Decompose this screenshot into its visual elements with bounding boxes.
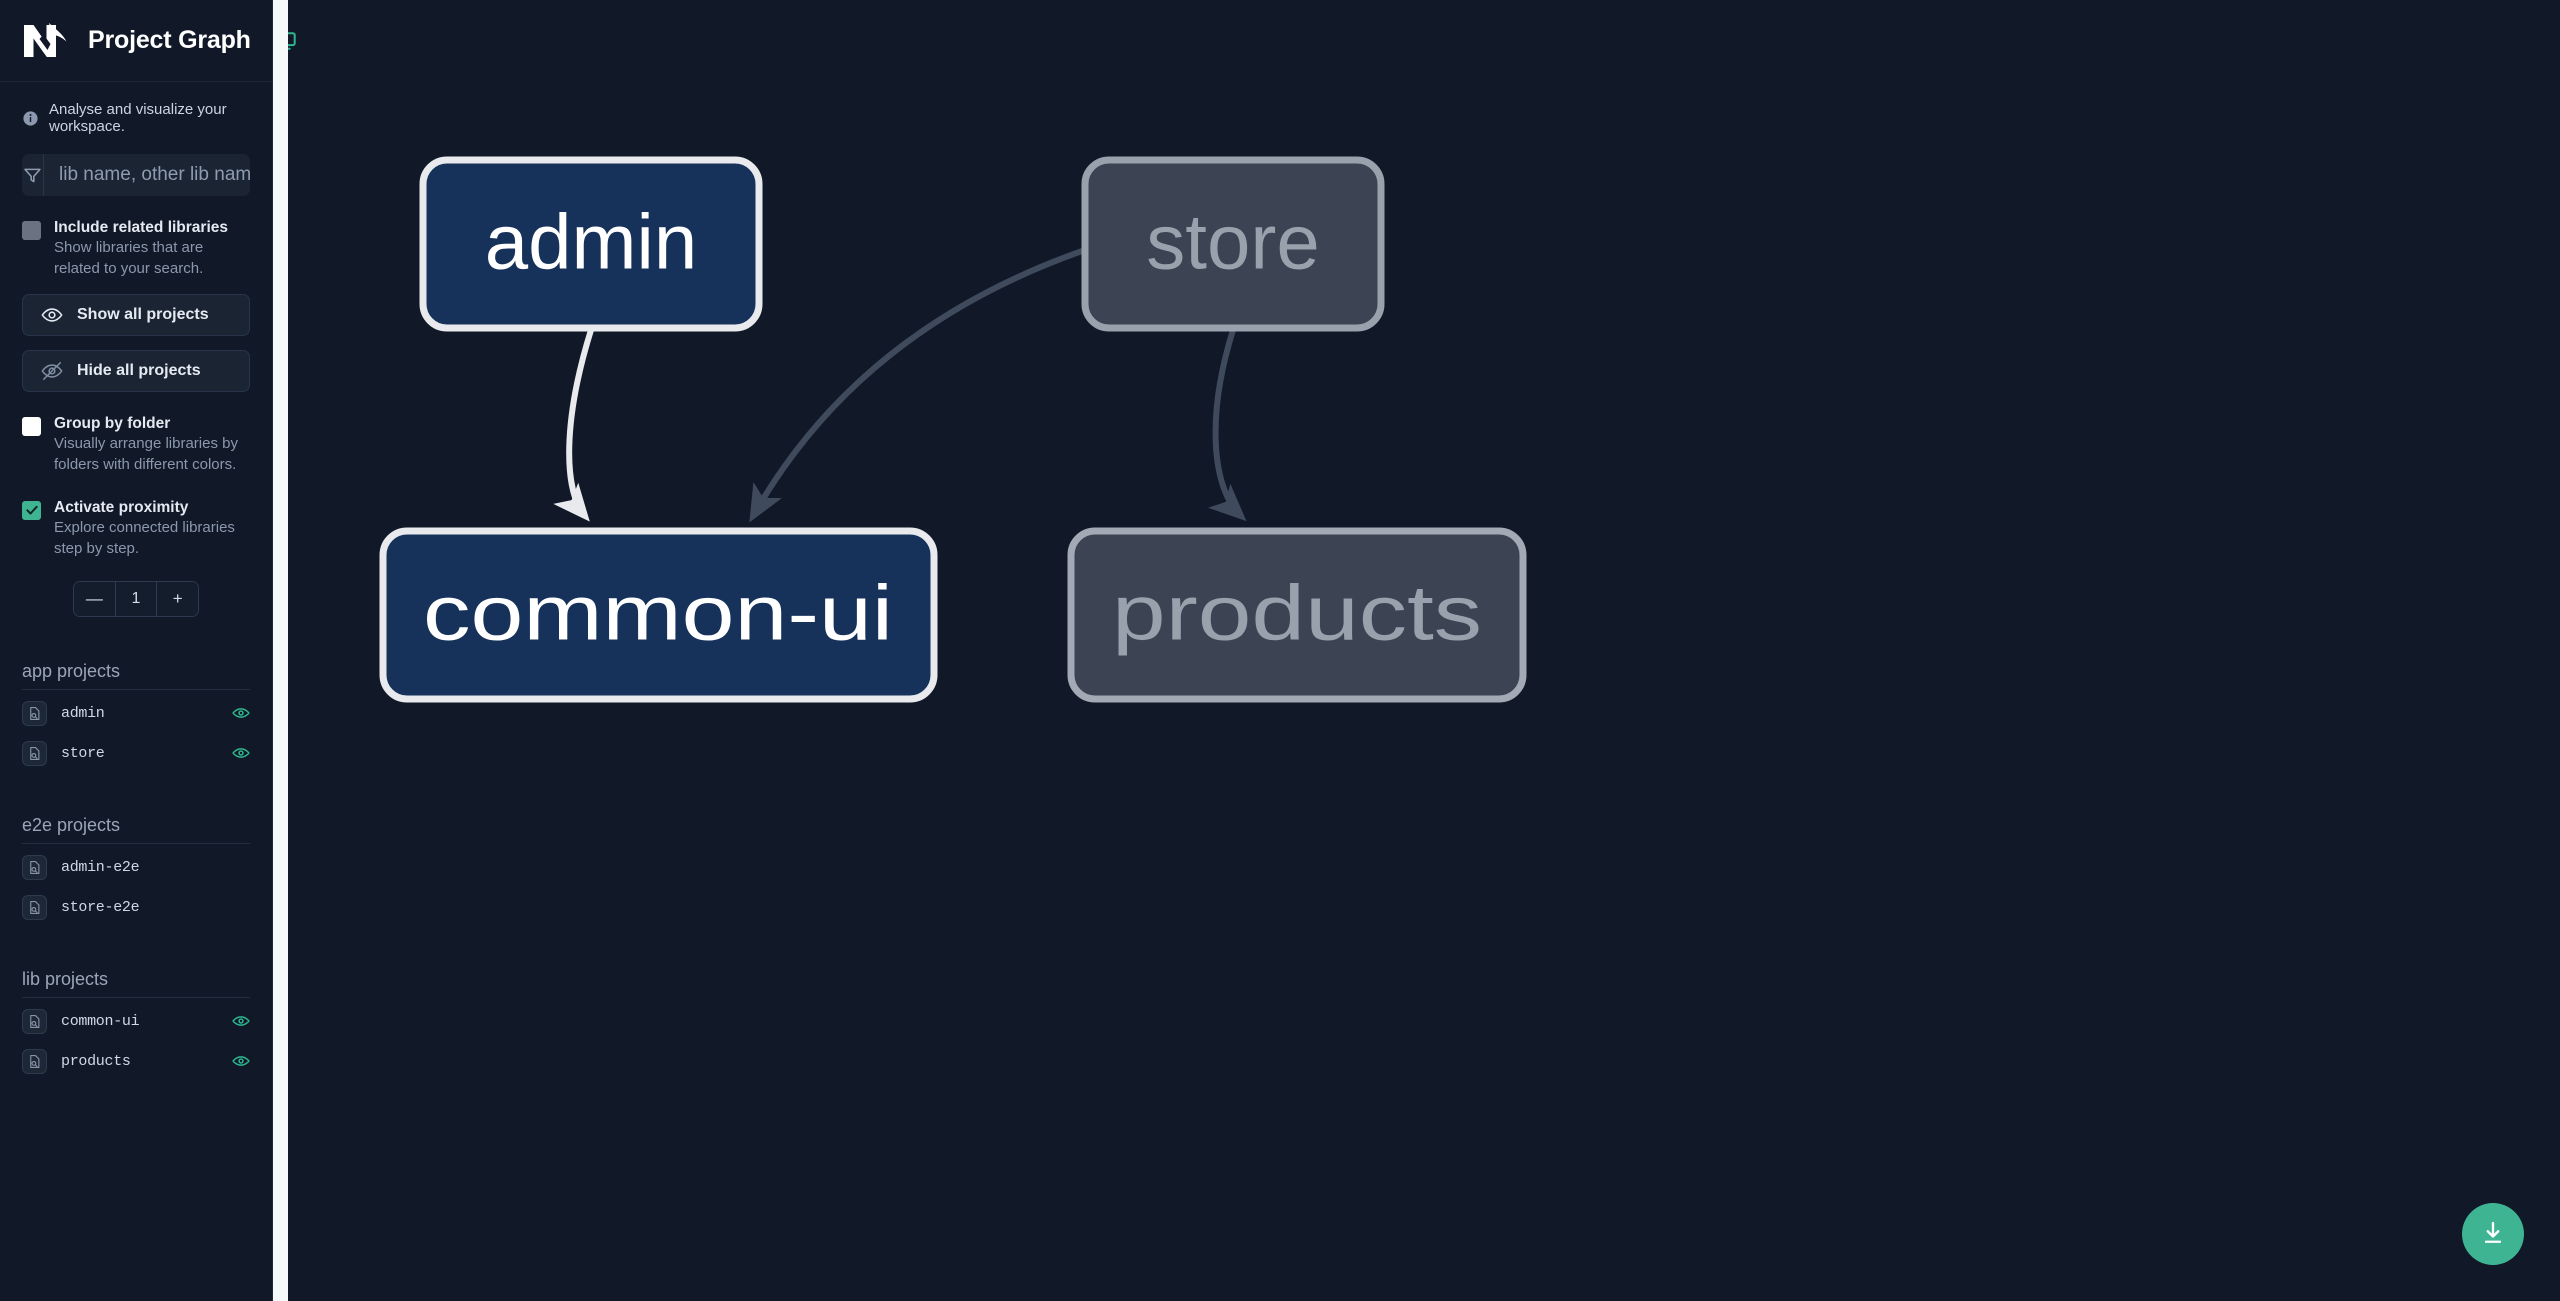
section-heading: e2e projects — [22, 815, 250, 845]
node-admin-shape[interactable] — [419, 156, 763, 332]
node-store-shape[interactable] — [1081, 156, 1385, 332]
option-description: Explore connected libraries step by step… — [54, 518, 235, 557]
node-common-ui-shape[interactable] — [379, 527, 938, 703]
options-block: Include related libraries Show libraries… — [0, 196, 272, 618]
download-graph-button[interactable] — [2462, 1203, 2524, 1265]
show-all-projects-button[interactable]: Show all projects — [22, 293, 250, 336]
project-row-store-e2e[interactable]: store-e2e — [22, 887, 250, 927]
node-products-shape[interactable] — [1067, 527, 1527, 703]
node-admin-label: admin — [485, 198, 697, 286]
node-products-label: products — [1112, 569, 1482, 657]
checkbox-activate-proximity[interactable] — [22, 500, 41, 520]
edge-store-to-common-ui — [749, 247, 1086, 523]
project-name: store-e2e — [61, 898, 140, 916]
checkbox-include-related-libraries[interactable] — [22, 221, 41, 240]
show-all-projects-label: Show all projects — [77, 305, 209, 323]
eye-icon[interactable] — [228, 1012, 250, 1030]
option-description: Visually arrange libraries by folders wi… — [54, 435, 238, 473]
node-common-ui-label: common-ui — [423, 569, 893, 657]
eye-icon[interactable] — [228, 704, 250, 722]
option-description: Show libraries that are related to your … — [54, 239, 204, 278]
project-row-admin[interactable]: admin — [22, 693, 250, 733]
option-title: Include related libraries — [54, 219, 229, 236]
section-heading: app projects — [22, 661, 250, 691]
section-e2e-projects: e2e projects admin-e2e — [0, 815, 272, 927]
proximity-increment-button[interactable]: + — [156, 582, 198, 617]
nx-logo-icon — [22, 19, 70, 63]
eye-icon[interactable] — [228, 744, 250, 762]
info-icon — [22, 110, 39, 127]
option-title: Activate proximity — [54, 498, 189, 516]
proximity-value: 1 — [114, 582, 157, 617]
project-name: store — [61, 744, 105, 762]
project-row-products[interactable]: products — [22, 1041, 250, 1081]
project-file-icon — [22, 1048, 47, 1074]
filter-icon — [22, 154, 44, 196]
sidebar: Project Graph Analyse and visualize your… — [0, 0, 296, 1301]
option-include-related-libraries[interactable]: Include related libraries Show libraries… — [22, 218, 250, 280]
section-app-projects: app projects admin — [0, 661, 272, 773]
option-activate-proximity[interactable]: Activate proximity Explore connected lib… — [22, 498, 250, 560]
graph-node-products[interactable]: products — [1067, 527, 1527, 703]
graph-edges — [553, 247, 1247, 523]
project-name: common-ui — [61, 1012, 140, 1030]
edge-store-to-products — [1208, 329, 1247, 522]
tagline-text: Analyse and visualize your workspace. — [49, 101, 227, 135]
project-file-icon — [22, 894, 47, 920]
project-row-store[interactable]: store — [22, 733, 250, 773]
project-row-common-ui[interactable]: common-ui — [22, 1001, 250, 1041]
search-row — [0, 148, 272, 196]
search-box[interactable] — [22, 154, 250, 196]
project-name: products — [61, 1052, 131, 1070]
node-store-label: store — [1146, 198, 1319, 286]
section-lib-projects: lib projects common-ui — [0, 969, 272, 1081]
graph-canvas[interactable]: admin store common-ui products — [273, 0, 2560, 1301]
edge-admin-to-common-ui — [553, 329, 594, 522]
sidebar-tagline: Analyse and visualize your workspace. — [0, 82, 272, 148]
project-file-icon — [22, 740, 47, 766]
graph-node-admin[interactable]: admin — [419, 156, 763, 332]
graph-node-common-ui[interactable]: common-ui — [379, 527, 938, 703]
eye-icon — [41, 304, 63, 326]
checkbox-group-by-folder[interactable] — [22, 416, 41, 436]
eye-off-icon — [41, 360, 63, 382]
project-row-admin-e2e[interactable]: admin-e2e — [22, 847, 250, 887]
eye-icon[interactable] — [228, 1052, 250, 1070]
sidebar-scrollbar[interactable] — [273, 0, 288, 1301]
project-name: admin-e2e — [61, 858, 140, 876]
option-group-by-folder[interactable]: Group by folder Visually arrange librari… — [22, 414, 250, 476]
project-file-icon — [22, 700, 47, 726]
project-file-icon — [22, 1008, 47, 1034]
section-heading: lib projects — [22, 969, 250, 999]
page-title: Project Graph — [88, 26, 251, 54]
project-name: admin — [61, 704, 105, 722]
search-input[interactable] — [44, 154, 250, 196]
download-icon — [2479, 1219, 2507, 1250]
option-title: Group by folder — [54, 414, 171, 432]
project-graph-svg: admin store common-ui products — [379, 156, 1527, 703]
proximity-decrement-button[interactable]: — — [74, 582, 115, 617]
graph-nodes: admin store common-ui products — [379, 156, 1527, 703]
graph-node-store[interactable]: store — [1081, 156, 1385, 332]
project-file-icon — [22, 854, 47, 880]
hide-all-projects-label: Hide all projects — [77, 361, 201, 379]
proximity-stepper[interactable]: — 1 + — [73, 581, 199, 618]
hide-all-projects-button[interactable]: Hide all projects — [22, 349, 250, 392]
sidebar-header: Project Graph — [0, 0, 296, 82]
